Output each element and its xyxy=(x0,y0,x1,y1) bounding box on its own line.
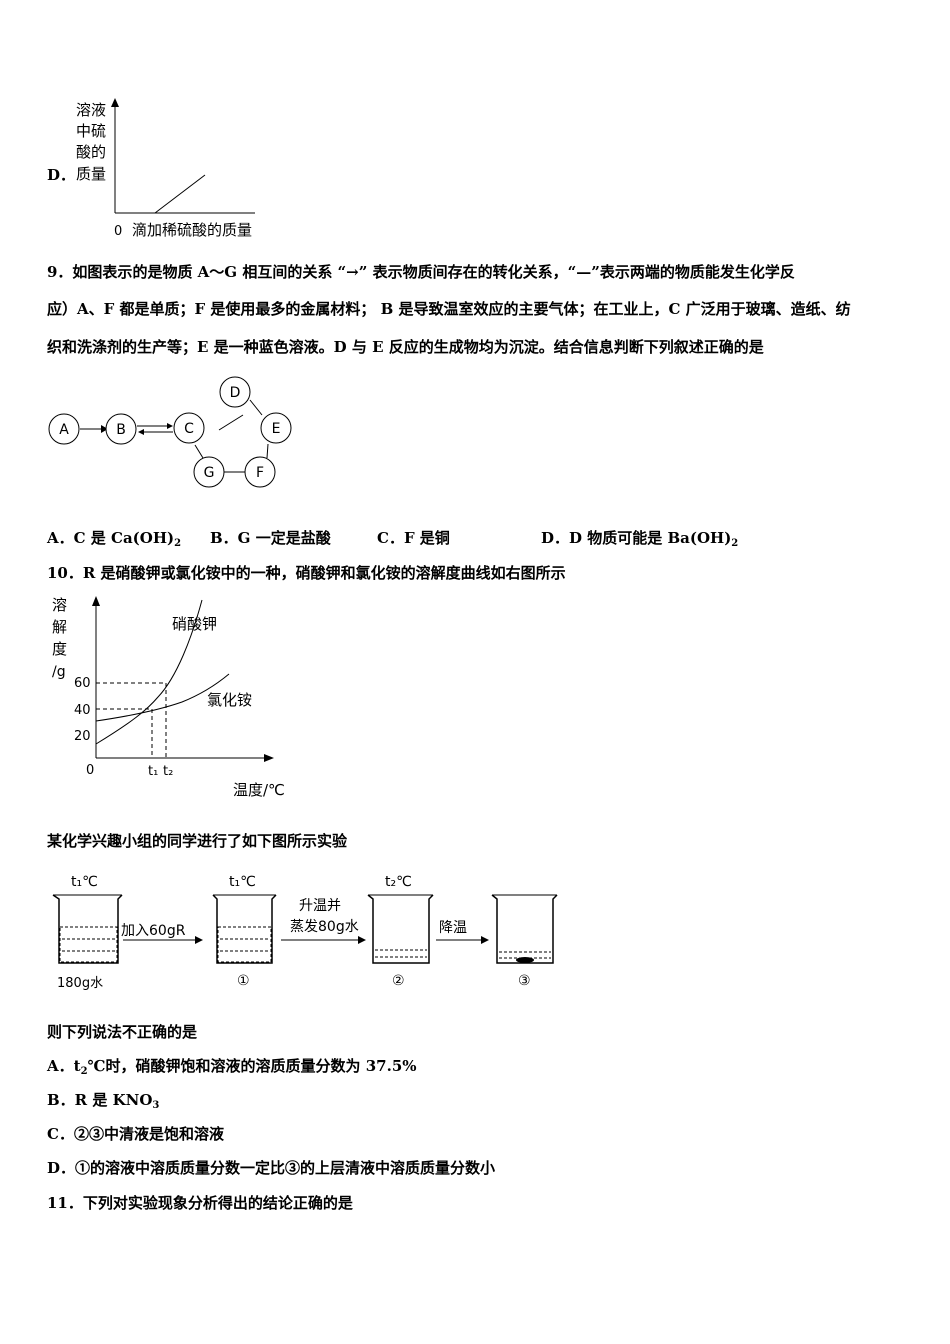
exp-arrow-1-head xyxy=(195,936,203,944)
exp-temp-2: t₂℃ xyxy=(385,874,412,890)
q8-graph: 溶液 中硫 酸的 质量 0 滴加稀硫酸的质量 xyxy=(76,98,255,239)
q8-xlabel: 滴加稀硫酸的质量 xyxy=(132,221,252,239)
q10-xtick-t2: t₂ xyxy=(163,764,173,779)
q10-origin: 0 xyxy=(86,763,94,778)
node-d-label: D xyxy=(230,385,241,401)
q10-ytick-60: 60 xyxy=(74,676,91,691)
q8-ylabel-4: 质量 xyxy=(76,165,106,183)
q10-ytick-40: 40 xyxy=(74,703,91,718)
q10-label-nh4cl: 氯化铵 xyxy=(207,691,252,709)
q10-option-a-post: ℃时，硝酸钾饱和溶液的溶质质量分数为 37.5% xyxy=(87,1057,417,1075)
beaker-1 xyxy=(212,894,277,964)
arrow-b-c-head xyxy=(167,423,173,429)
beaker-3-crystals xyxy=(516,957,534,963)
q10-option-b-sub: 3 xyxy=(152,1100,160,1111)
beaker-1-liquid xyxy=(217,926,272,963)
node-c-label: C xyxy=(184,421,194,437)
q8-ylabel-3: 酸的 xyxy=(76,143,106,161)
node-b xyxy=(105,413,137,445)
q9-stem-line-1: 9．如图表示的是物质 A～G 相互间的关系 “→” 表示物质间存在的转化关系，“… xyxy=(47,263,795,281)
edge-c-d xyxy=(218,414,244,431)
exp-temp-1: t₁℃ xyxy=(229,874,256,890)
q10-option-a-pre: A．t xyxy=(47,1057,81,1075)
q8-option-label: D． xyxy=(47,166,76,184)
node-e-label: E xyxy=(272,421,281,437)
q10-experiment-diagram: t₁℃ t₁℃ t₂℃ 180g水 加入60gR ① 升温并 蒸发80g水 ② … xyxy=(52,874,558,991)
q9-option-b: B．G 一定是盐酸 xyxy=(210,529,331,547)
beaker-0-liquid xyxy=(59,926,118,963)
q10-option-d: D．①的溶液中溶质质量分数一定比③的上层清液中溶质质量分数小 xyxy=(47,1159,496,1177)
q10-option-b: B．R 是 KNO3 xyxy=(47,1090,159,1116)
q10-option-a-sub: 2 xyxy=(80,1066,88,1077)
beaker-2 xyxy=(367,894,434,964)
arrow-a-b-head xyxy=(101,425,108,433)
q9-option-a-sub: 2 xyxy=(174,538,182,549)
q8-ylabel-2: 中硫 xyxy=(76,122,106,140)
q10-option-a: A．t2℃时，硝酸钾饱和溶液的溶质质量分数为 37.5% xyxy=(47,1056,417,1082)
q9-option-d-text: D．D 物质可能是 Ba(OH) xyxy=(541,529,732,547)
q10-experiment-intro: 某化学兴趣小组的同学进行了如下图所示实验 xyxy=(47,832,348,850)
q10-ylabel-4: /g xyxy=(52,664,66,680)
q10-label-kno3: 硝酸钾 xyxy=(172,615,217,633)
edge-d-e xyxy=(249,399,263,416)
exp-step-3: 降温 xyxy=(439,920,467,936)
q10-curve-nh4cl xyxy=(95,673,230,722)
node-f xyxy=(244,456,276,488)
exp-step-1: 加入60gR xyxy=(121,923,186,939)
q8-ylabel-1: 溶液 xyxy=(76,101,106,119)
node-d xyxy=(219,376,251,408)
q8-origin: 0 xyxy=(114,224,122,239)
node-f-label: F xyxy=(256,465,264,481)
q9-stem-line-2: 应）A、F 都是单质；F 是使用最多的金属材料； B 是导致温室效应的主要气体；… xyxy=(47,300,851,318)
node-a-label: A xyxy=(59,422,69,438)
node-g-label: G xyxy=(204,465,215,481)
q11-stem: 11．下列对实验现象分析得出的结论正确的是 xyxy=(47,1194,353,1212)
exp-step-2a: 升温并 xyxy=(299,898,341,914)
beaker-3 xyxy=(491,894,558,964)
beaker-0 xyxy=(52,894,123,964)
q10-solubility-chart: 溶 解 度 /g 60 40 20 0 硝酸钾 氯化铵 t₁ t₂ 温度/℃ xyxy=(52,596,285,799)
q9-option-a-text: A．C 是 Ca(OH) xyxy=(47,529,175,547)
q9-relation-diagram: A B C D E F G xyxy=(48,376,292,488)
q9-option-a: A．C 是 Ca(OH)2 xyxy=(47,528,181,554)
beaker-1-label: ① xyxy=(237,973,250,989)
q10-ylabel-3: 度 xyxy=(52,640,67,658)
q10-ylabel-2: 解 xyxy=(52,618,67,636)
q10-xlabel: 温度/℃ xyxy=(233,781,285,799)
q10-ylabel-1: 溶 xyxy=(52,596,67,614)
q10-xtick-t1: t₁ xyxy=(148,764,158,779)
q10-y-arrow xyxy=(92,596,100,606)
exp-temp-0: t₁℃ xyxy=(71,874,98,890)
node-e xyxy=(260,412,292,444)
q10-option-c: C．②③中清液是饱和溶液 xyxy=(47,1125,224,1143)
exp-step-2b: 蒸发80g水 xyxy=(290,919,359,935)
q8-data-line xyxy=(154,174,206,214)
q8-y-arrow xyxy=(111,98,119,107)
q10-x-arrow xyxy=(264,754,274,762)
q9-stem-line-3: 织和洗涤剂的生产等；E 是一种蓝色溶液。D 与 E 反应的生成物均为沉淀。结合信… xyxy=(47,338,764,356)
q9-option-d-sub: 2 xyxy=(731,538,739,549)
exp-arrow-2-head xyxy=(358,936,366,944)
q9-option-d: D．D 物质可能是 Ba(OH)2 xyxy=(541,528,738,554)
arrow-c-b-head xyxy=(138,429,144,435)
beaker-3-label: ③ xyxy=(518,973,531,989)
exp-arrow-3-head xyxy=(481,936,489,944)
node-a xyxy=(48,413,80,445)
node-c xyxy=(173,412,205,444)
q10-question: 则下列说法不正确的是 xyxy=(47,1023,198,1041)
node-b-label: B xyxy=(116,422,126,438)
q9-option-c: C．F 是铜 xyxy=(377,529,450,547)
q10-curve-kno3 xyxy=(95,599,203,745)
edge-g-c xyxy=(194,444,204,459)
node-g xyxy=(193,456,225,488)
edge-e-f xyxy=(266,443,269,459)
beaker-0-label: 180g水 xyxy=(57,976,103,991)
beaker-2-label: ② xyxy=(392,973,405,989)
q10-stem: 10．R 是硝酸钾或氯化铵中的一种，硝酸钾和氯化铵的溶解度曲线如右图所示 xyxy=(47,564,566,582)
q10-option-b-pre: B．R 是 KNO xyxy=(47,1091,153,1109)
q10-ytick-20: 20 xyxy=(74,729,91,744)
